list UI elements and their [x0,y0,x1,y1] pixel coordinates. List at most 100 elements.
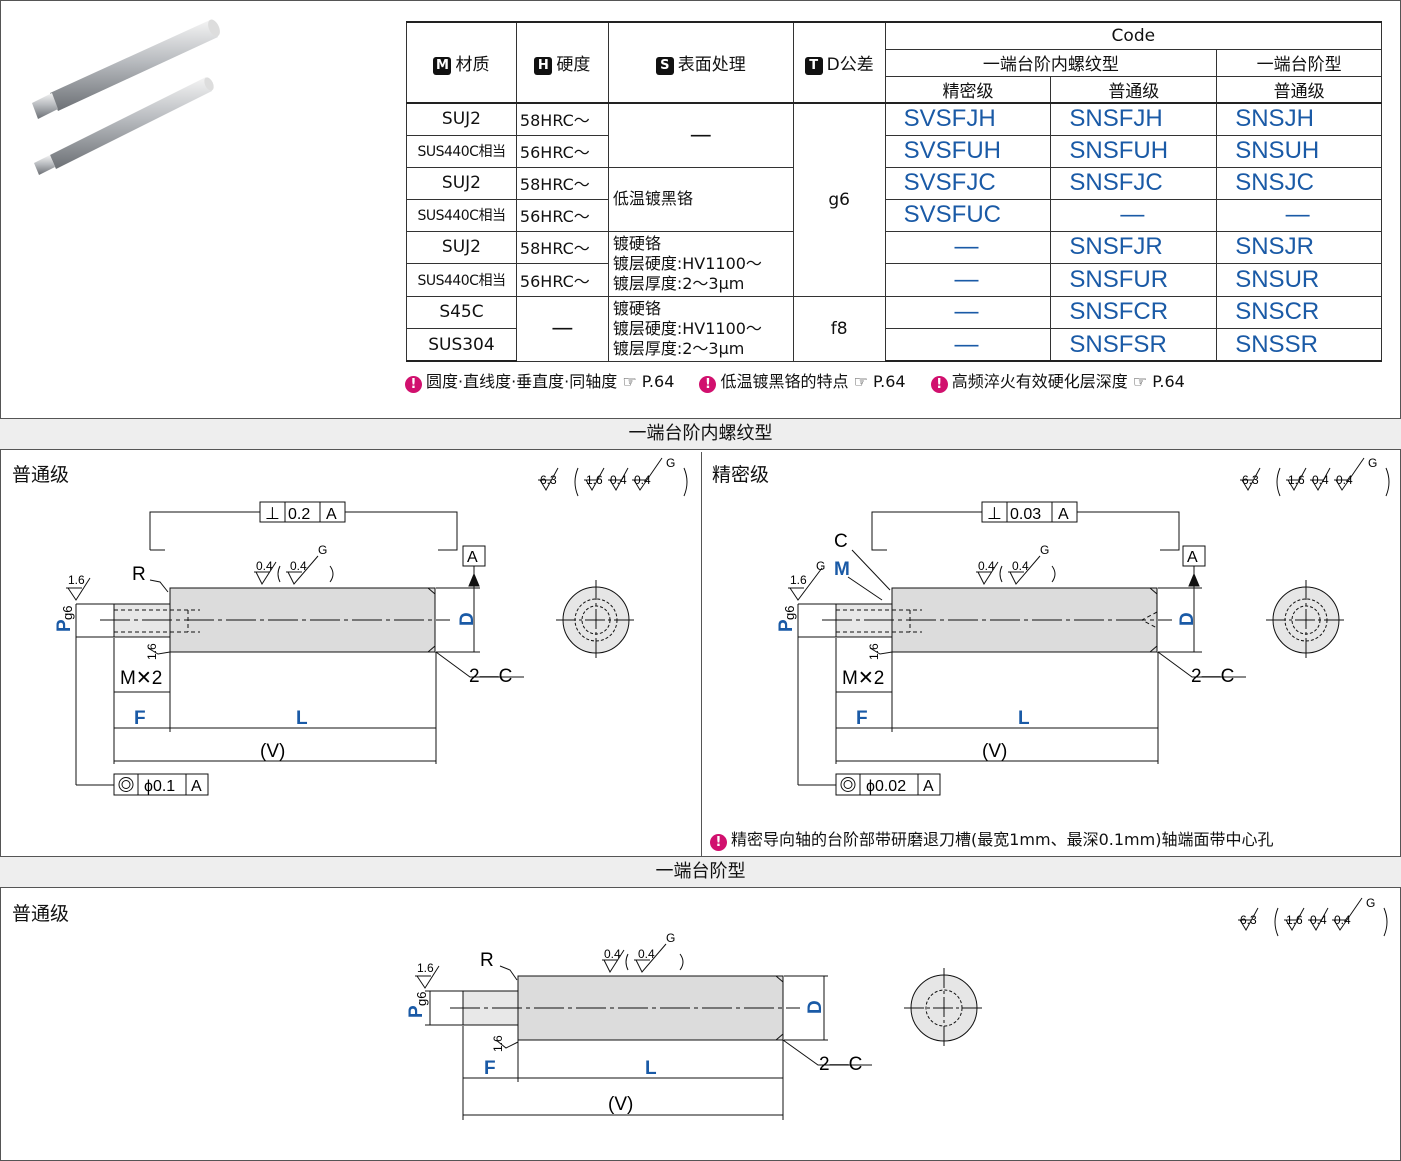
precision-note: !精密导向轴的台阶部带研磨退刀槽(最宽1mm、最深0.1mm)轴端面带中心孔 [710,826,1273,851]
code-cell[interactable]: SNSFSR [1050,328,1218,362]
table-row: SUS440C相当 56HRC～ — SNSFUR SNSUR [406,263,1382,297]
rough-label: 1.6 [790,573,807,587]
note-hardening[interactable]: !高频淬火有效硬化层深度 ☞ P.64 [930,372,1185,393]
precision-note-text: 精密导向轴的台阶部带研磨退刀槽(最宽1mm、最深0.1mm)轴端面带中心孔 [731,830,1274,849]
tolerance-cell: f8 [792,295,886,362]
info-pin-icon: ! [710,834,727,851]
rough-label: 1.6 [1288,473,1305,487]
hardness-cell: 58HRC～ [515,166,609,200]
surface-cell: 低温镀黑铬 [607,166,794,232]
header-type-step: 一端台阶型 [1216,48,1382,77]
surface-line: 镀层厚度:2～3μm [612,338,745,358]
dim-L-label: L [296,708,308,729]
info-pin-icon: ! [930,376,948,393]
drawing-step-normal: 6.3 1.6 0.4 0.4 G R 2—C F L (V) D P g6 1… [406,896,1388,1120]
material-cell: SUJ2 [406,102,517,136]
note-black-chrome[interactable]: !低温镀黑铬的特点 ☞ P.64 [699,372,906,393]
radius-label: R [132,564,146,585]
rough-g-label: G [666,931,675,945]
section-title-step: 一端台阶型 [0,856,1401,888]
header-hardness-label: 硬度 [556,55,591,75]
rough-g-label: G [666,456,675,470]
header-precision: 精密级 [884,75,1052,104]
rough-label: 1.6 [586,473,603,487]
rough-label: 0.4 [638,947,655,961]
perp-frame [259,501,346,523]
note-roundness[interactable]: !圆度·直线度·垂直度·同轴度 ☞ P.64 [405,372,675,393]
header-type-threaded: 一端台阶内螺纹型 [884,48,1218,77]
code-cell: — [884,230,1052,264]
code-cell[interactable]: SNSSR [1216,328,1382,362]
code-cell: — [884,328,1052,362]
code-cell[interactable]: SNSJR [1216,230,1382,264]
chamfer-label: 2—C [1191,666,1234,687]
table-row: SUJ2 58HRC～ — g6 SVSFJH SNSFJH SNSJH [406,102,1382,297]
shaft-photo-2 [34,77,214,175]
rough-label: 0.4 [610,473,627,487]
dim-V-label: (V) [260,741,285,762]
chamfer-label: 2—C [819,1054,862,1075]
note-text: 高频淬火有效硬化层深度 ☞ P.64 [951,372,1185,391]
dim-g6-label: g6 [782,606,797,620]
material-cell: SUS304 [406,328,517,362]
code-cell[interactable]: SNSUH [1216,134,1382,168]
code-cell[interactable]: SNSFUR [1050,263,1218,297]
grade-normal-label: 普通级 [12,464,70,486]
code-cell[interactable]: SNSFJH [1050,102,1218,136]
note-text: 圆度·直线度·垂直度·同轴度 ☞ P.64 [426,372,675,391]
table-row: SUS440C相当 56HRC～ SVSFUH SNSFUH SNSUH [406,134,1382,168]
chamfer-C-label: C [834,531,848,552]
table-row: SUJ2 58HRC～ 镀硬铬 镀层硬度:HV1100～ 镀层厚度:2～3μm … [406,230,1382,297]
code-cell[interactable]: SNSUR [1216,263,1382,297]
hardness-cell: 56HRC～ [515,134,609,168]
dim-D-label: D [457,612,478,626]
rough-g-label: G [1040,543,1049,557]
perp-datum: A [326,506,337,523]
header-tolerance-label: D公差 [826,55,874,75]
code-cell[interactable]: SNSJC [1216,166,1382,200]
material-badge-icon: M [433,57,452,75]
radius-label: R [480,950,494,971]
code-cell[interactable]: SNSFCR [1050,295,1218,329]
dim-P-label: P [406,1005,427,1018]
code-cell[interactable]: SVSFJH [884,102,1052,136]
table-row: SUS440C相当 56HRC～ SVSFUC — — [406,198,1382,232]
surface-badge-icon: S [655,57,674,75]
dim-P-label: P [54,619,75,632]
perp-value: 0.2 [288,506,310,523]
hardness-cell: — [515,295,609,362]
material-cell: SUJ2 [406,230,517,264]
conc-datum: A [191,778,202,795]
code-cell: — [1050,198,1218,232]
code-cell[interactable]: SNSFUH [1050,134,1218,168]
hardness-cell: 58HRC～ [515,230,609,264]
code-cell: — [884,295,1052,329]
surface-line: 镀硬铬 [612,298,661,318]
code-cell[interactable]: SNSCR [1216,295,1382,329]
dim-V-label: (V) [982,741,1007,762]
rough-label: 0.4 [1334,913,1351,927]
table-row: SUS304 — SNSFSR SNSSR [406,328,1382,362]
thread-label: M✕2 [120,668,162,689]
dim-g6-label: g6 [60,606,75,620]
rough-label: 1.6 [68,573,85,587]
code-cell[interactable]: SNSFJC [1050,166,1218,200]
material-cell: SUS440C相当 [406,198,517,232]
material-cell: SUS440C相当 [406,134,517,168]
surface-cell: — [607,102,794,168]
code-cell[interactable]: SNSFJR [1050,230,1218,264]
section-title-threaded: 一端台阶内螺纹型 [0,418,1401,450]
header-normal-2: 普通级 [1216,75,1382,104]
conc-value: ϕ0.02 [866,778,906,795]
rough-label: 1.6 [867,643,881,660]
code-cell[interactable]: SNSJH [1216,102,1382,136]
grade-normal-label-2: 普通级 [12,903,70,925]
code-cell[interactable]: SVSFJC [884,166,1052,200]
hardness-cell: 56HRC～ [515,263,609,297]
material-cell: SUS440C相当 [406,263,517,297]
code-cell[interactable]: SVSFUC [884,198,1052,232]
code-cell[interactable]: SVSFUH [884,134,1052,168]
